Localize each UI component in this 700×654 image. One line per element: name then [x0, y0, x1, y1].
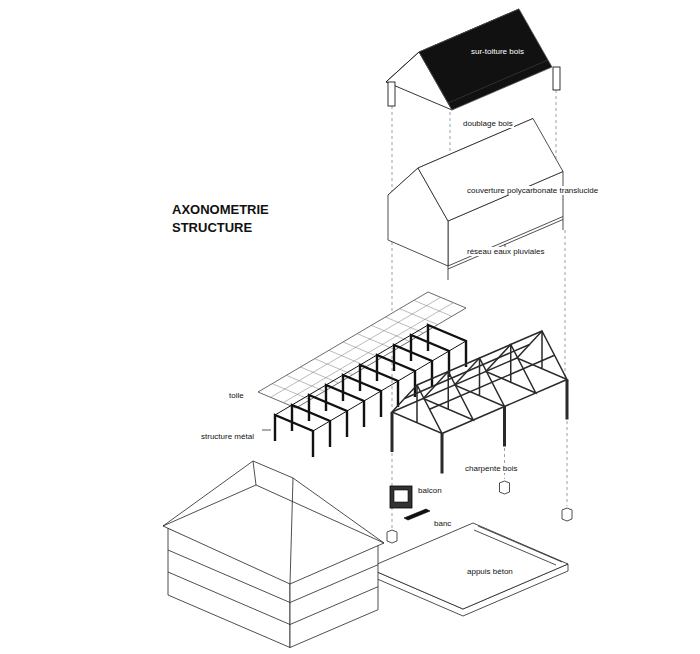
- drawing-title: AXONOMETRIE STRUCTURE: [172, 200, 292, 236]
- part-label: structure métal: [200, 425, 255, 443]
- label-text: appuis béton: [466, 567, 514, 576]
- concrete-slab: [368, 523, 568, 616]
- label-text: banc: [433, 519, 452, 528]
- part-label: couverture polycarbonate translucide: [466, 179, 599, 197]
- label-text: balcon: [417, 486, 443, 495]
- label-text: structure métal: [200, 432, 255, 441]
- existing-house: [163, 461, 384, 648]
- timber-frame: [392, 331, 567, 474]
- label-text: toile: [228, 391, 245, 400]
- over-roof: [386, 9, 560, 110]
- part-label: charpente bois: [464, 457, 518, 475]
- part-label: réseau eaux pluviales: [466, 240, 545, 258]
- metal-frames: [262, 325, 466, 457]
- polycarbonate-shell: [388, 119, 563, 281]
- label-text: charpente bois: [464, 464, 518, 473]
- label-text: sur-toiture bois: [470, 47, 525, 56]
- part-label: banc: [433, 512, 452, 530]
- label-text: doublage bois: [462, 119, 514, 128]
- part-label: toile: [228, 384, 245, 402]
- part-label: doublage bois: [462, 112, 514, 130]
- part-label: sur-toiture bois: [470, 40, 525, 58]
- fabric-panel: [258, 292, 466, 408]
- label-text: couverture polycarbonate translucide: [466, 186, 599, 195]
- part-label: balcon: [417, 479, 443, 497]
- label-text: réseau eaux pluviales: [466, 247, 545, 256]
- title-text: AXONOMETRIE STRUCTURE: [172, 202, 269, 235]
- part-label: appuis béton: [466, 560, 514, 578]
